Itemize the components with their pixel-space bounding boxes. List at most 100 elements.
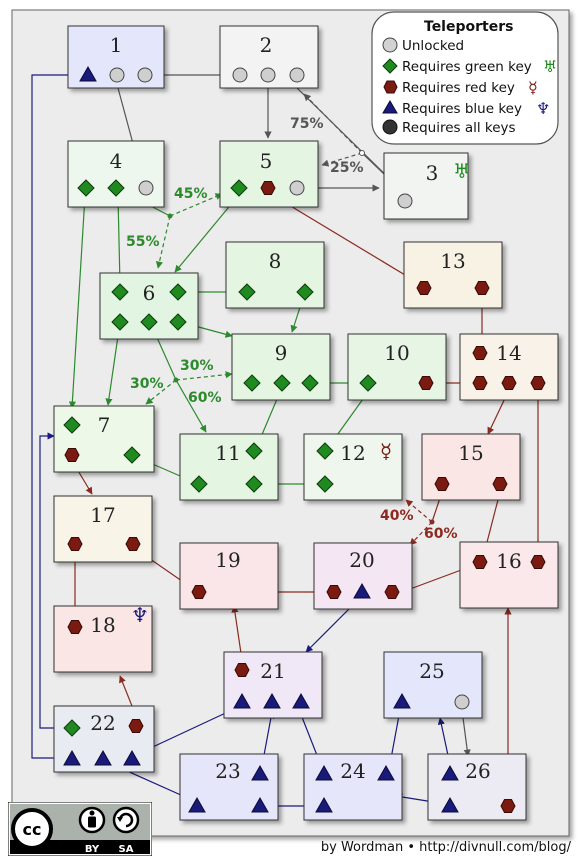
unlocked-teleporter-icon[interactable] <box>138 180 154 196</box>
room-3: 3♅ <box>383 152 471 220</box>
unlocked-teleporter-icon[interactable] <box>454 694 470 710</box>
red-teleporter-icon[interactable] <box>125 537 141 551</box>
unlocked-teleporter-icon[interactable] <box>289 67 305 83</box>
unlocked-teleporter-icon[interactable] <box>289 180 305 196</box>
red-teleporter-icon[interactable] <box>472 346 488 360</box>
green-teleporter-icon[interactable] <box>63 416 81 434</box>
blue-teleporter-icon[interactable] <box>377 764 395 781</box>
red-teleporter-icon[interactable] <box>326 585 342 599</box>
red-teleporter-icon[interactable] <box>472 555 488 569</box>
room-label: 15 <box>458 441 483 465</box>
red-teleporter-icon[interactable] <box>234 663 250 677</box>
link-split-6-green <box>155 215 171 269</box>
blue-teleporter-icon[interactable] <box>292 692 310 709</box>
unlocked-teleporter-icon[interactable] <box>137 67 153 83</box>
room-9: 9 <box>231 333 331 401</box>
red-teleporter-icon[interactable] <box>530 555 546 569</box>
link-15-16 <box>483 491 501 551</box>
green-teleporter-icon[interactable] <box>245 442 263 460</box>
attribution-icon <box>78 806 106 834</box>
blue-teleporter-icon[interactable] <box>263 692 281 709</box>
blue-teleporter-icon[interactable] <box>353 582 371 599</box>
room-22: 22 <box>53 705 155 773</box>
red-teleporter-icon[interactable] <box>434 477 450 491</box>
blue-teleporter-icon[interactable] <box>123 749 141 766</box>
room-label: 19 <box>215 548 240 572</box>
green-teleporter-icon[interactable] <box>230 179 248 197</box>
green-teleporter-icon[interactable] <box>245 475 263 493</box>
green-teleporter-icon[interactable] <box>238 283 256 301</box>
red-teleporter-icon[interactable] <box>67 620 83 634</box>
blue-teleporter-icon[interactable] <box>251 764 269 781</box>
room-label: 8 <box>269 249 282 273</box>
unlocked-teleporter-icon[interactable] <box>109 67 125 83</box>
red-teleporter-icon[interactable] <box>492 477 508 491</box>
red-teleporter-icon[interactable] <box>416 281 432 295</box>
blue-teleporter-icon[interactable] <box>188 796 206 813</box>
sa-label: SA <box>119 844 134 855</box>
red-teleporter-icon[interactable] <box>191 585 207 599</box>
pct-25: 25% <box>330 160 364 176</box>
room-18: 18♆ <box>53 603 153 673</box>
unlocked-teleporter-icon[interactable] <box>232 67 248 83</box>
green-teleporter-icon[interactable] <box>140 313 158 331</box>
blue-teleporter-icon[interactable] <box>79 65 97 82</box>
green-teleporter-icon[interactable] <box>243 374 261 392</box>
unlocked-teleporter-icon[interactable] <box>260 67 276 83</box>
room-label: 4 <box>110 149 123 173</box>
green-teleporter-icon[interactable] <box>359 374 377 392</box>
blue-triangle-icon <box>382 100 398 114</box>
room-11: 11 <box>179 433 279 501</box>
red-teleporter-icon[interactable] <box>64 448 80 462</box>
green-teleporter-icon[interactable] <box>301 374 319 392</box>
blue-teleporter-icon[interactable] <box>251 796 269 813</box>
room-box <box>403 241 503 309</box>
blue-teleporter-icon[interactable] <box>315 796 333 813</box>
green-teleporter-icon[interactable] <box>111 283 129 301</box>
pct-45: 45% <box>174 186 208 202</box>
green-teleporter-icon[interactable] <box>169 283 187 301</box>
room-19: 19 <box>179 542 279 610</box>
room-10: 10 <box>347 333 447 401</box>
red-teleporter-icon[interactable] <box>474 281 490 295</box>
link-6-4 <box>114 195 122 286</box>
blue-teleporter-icon[interactable] <box>441 764 459 781</box>
room-label: 23 <box>215 759 240 783</box>
room-label: 17 <box>90 503 115 527</box>
green-teleporter-icon[interactable] <box>273 374 291 392</box>
footer-credit[interactable]: by Wordman • http://divnull.com/blog/ <box>320 840 571 855</box>
green-teleporter-icon[interactable] <box>316 475 334 493</box>
room-label: 1 <box>110 33 123 57</box>
red-teleporter-icon[interactable] <box>67 537 83 551</box>
unlocked-teleporter-icon[interactable] <box>397 193 413 209</box>
blue-teleporter-icon[interactable] <box>63 749 81 766</box>
license-badge[interactable]: cc BY SA <box>7 801 153 857</box>
green-teleporter-icon[interactable] <box>77 179 95 197</box>
blue-teleporter-icon[interactable] <box>94 749 112 766</box>
red-teleporter-icon[interactable] <box>384 585 400 599</box>
room-4: 4 <box>67 140 165 208</box>
green-teleporter-icon[interactable] <box>190 475 208 493</box>
room-12: 12☿ <box>303 433 403 501</box>
green-teleporter-icon[interactable] <box>107 179 125 197</box>
green-teleporter-icon[interactable] <box>296 283 314 301</box>
red-teleporter-icon[interactable] <box>530 376 546 390</box>
neptune-key-icon: ♆ <box>131 603 149 627</box>
green-teleporter-icon[interactable] <box>63 719 81 737</box>
green-teleporter-icon[interactable] <box>169 313 187 331</box>
red-teleporter-icon[interactable] <box>501 376 517 390</box>
red-teleporter-icon[interactable] <box>418 376 434 390</box>
green-teleporter-icon[interactable] <box>316 442 334 460</box>
red-teleporter-icon[interactable] <box>260 181 276 195</box>
red-teleporter-icon[interactable] <box>128 719 144 733</box>
green-teleporter-icon[interactable] <box>111 313 129 331</box>
red-teleporter-icon[interactable] <box>472 376 488 390</box>
blue-teleporter-icon[interactable] <box>441 796 459 813</box>
room-26: 26 <box>427 753 527 821</box>
blue-teleporter-icon[interactable] <box>315 764 333 781</box>
green-teleporter-icon[interactable] <box>123 446 141 464</box>
blue-teleporter-icon[interactable] <box>233 692 251 709</box>
room-1: 1 <box>67 25 165 89</box>
red-teleporter-icon[interactable] <box>500 799 516 813</box>
blue-teleporter-icon[interactable] <box>393 692 411 709</box>
